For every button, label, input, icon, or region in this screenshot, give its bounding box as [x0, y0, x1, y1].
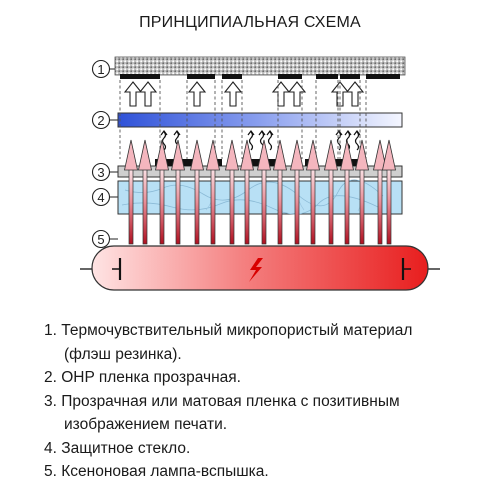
heat-arrow: [354, 131, 360, 151]
legend-item-2: 2. OHP пленка прозрачная.: [44, 369, 241, 386]
light-arrow: [290, 139, 304, 245]
light-arrow: [324, 139, 338, 245]
light-arrow: [240, 139, 254, 245]
layer-marker-label: 1: [97, 62, 104, 77]
layer-marker-label: 2: [97, 113, 104, 128]
layer-1-microporous-material: [114, 56, 406, 79]
heat-arrow-head: [344, 130, 352, 136]
heat-arrow-head: [266, 130, 274, 136]
heat-arrow-head: [247, 130, 255, 136]
layer-markers: 1 2 3 4 5: [91, 59, 118, 249]
layer-marker-3: 3: [91, 162, 118, 182]
light-arrow: [138, 139, 152, 245]
heat-arrow: [336, 131, 342, 151]
hollow-arrow: [287, 81, 307, 107]
heat-arrow-head: [335, 130, 343, 136]
dashed-guides: [119, 80, 367, 159]
legend-item-4: 4. Защитное стекло.: [44, 439, 191, 457]
lightning-icon: [249, 258, 263, 282]
hollow-arrow: [138, 81, 158, 107]
hollow-arrow: [271, 81, 291, 107]
hollow-arrow: [345, 81, 365, 107]
layer-2-ohp-film: [117, 112, 403, 128]
legend-item-3: 3. Прозрачная или матовая пленка с позит…: [44, 392, 400, 410]
layer-marker-label: 3: [97, 165, 104, 180]
layer-marker-5: 5: [91, 229, 118, 249]
light-arrows: [124, 139, 396, 245]
hollow-arrow: [223, 81, 243, 107]
layer-marker-label: 4: [97, 190, 104, 205]
light-arrow: [155, 139, 169, 245]
layer-marker-1: 1: [91, 59, 118, 79]
burn-marks: [120, 74, 400, 79]
heat-arrows: [160, 130, 361, 151]
heat-arrow-head: [258, 130, 266, 136]
heat-arrow-head: [353, 130, 361, 136]
legend-item-1: 1. Термочувствительный микропористый мат…: [44, 322, 413, 339]
heat-arrow: [248, 131, 254, 151]
layer-marker-4: 4: [91, 187, 118, 207]
layer-marker-label: 5: [97, 232, 104, 247]
light-arrow: [355, 139, 369, 245]
layer-4-protective-glass: [117, 179, 403, 215]
hollow-arrow: [187, 81, 207, 107]
light-arrow: [124, 139, 138, 245]
legend-item-1-cont: (флэш резинка).: [64, 345, 182, 363]
light-arrow: [306, 139, 320, 245]
light-arrow: [206, 139, 220, 245]
legend-item-5: 5. Ксеноновая лампа-вспышка.: [44, 463, 269, 480]
light-arrow: [225, 139, 239, 245]
heat-arrow-head: [160, 130, 168, 136]
light-arrow: [373, 139, 387, 245]
light-arrow: [257, 139, 271, 245]
schematic-diagram: 1 2 3 4 5: [80, 56, 440, 291]
hollow-arrows: [123, 81, 365, 107]
light-arrow: [340, 139, 354, 245]
light-arrow: [382, 139, 396, 245]
light-arrow: [171, 139, 185, 245]
light-arrow: [273, 139, 287, 245]
layer-5-xenon-lamp: [80, 245, 440, 291]
heat-arrow: [267, 131, 273, 151]
legend-list: 1. Термочувствительный микропористый мат…: [44, 319, 484, 484]
heat-arrow-head: [173, 130, 181, 136]
diagram-title: ПРИНЦИПИАЛЬНАЯ СХЕМА: [139, 14, 361, 31]
hollow-arrow: [123, 81, 143, 107]
layer-marker-2: 2: [91, 110, 118, 130]
legend-item-3-cont: изображением печати.: [64, 416, 228, 433]
light-arrow: [190, 139, 204, 245]
